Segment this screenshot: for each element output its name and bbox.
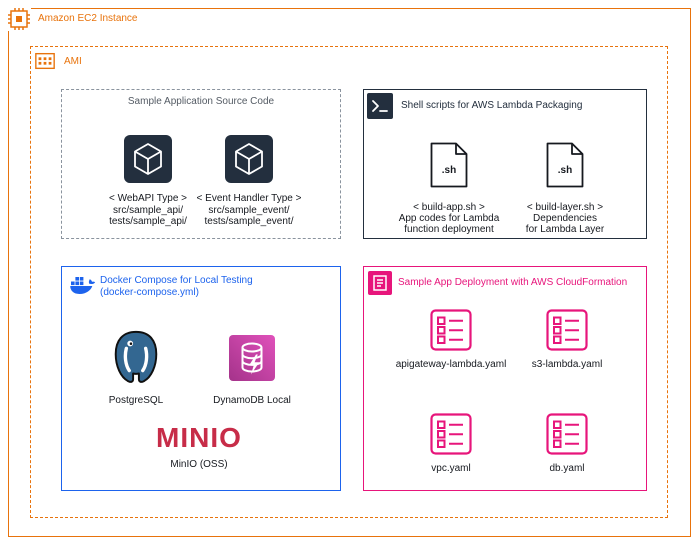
shell-scripts-group: Shell scripts for AWS Lambda Packaging .… <box>363 89 647 239</box>
ec2-icon <box>7 7 31 31</box>
ami-group-label: AMI <box>64 56 82 67</box>
cloudformation-title: Sample App Deployment with AWS CloudForm… <box>398 277 628 288</box>
ami-group: AMI Sample Application Source Code <box>30 46 668 518</box>
sh-file-icon: .sh <box>546 142 584 188</box>
ec2-instance-group <box>8 8 691 537</box>
label-line: function deployment <box>404 224 494 235</box>
webapi-type-label: < WebAPI Type > src/sample_api/ tests/sa… <box>78 193 218 228</box>
docker-title-line2: (docker-compose.yml) <box>100 287 199 298</box>
label-line: tests/sample_api/ <box>109 216 187 227</box>
cloudformation-group: Sample App Deployment with AWS CloudForm… <box>363 266 647 491</box>
label-line: Dependencies <box>533 213 597 224</box>
cube-icon <box>225 135 273 183</box>
ec2-group-label: Amazon EC2 Instance <box>38 13 138 24</box>
db-yaml-label: db.yaml <box>549 463 585 474</box>
minio-logo: MINIO <box>156 422 242 453</box>
docker-compose-group: Docker Compose for Local Testing (docker… <box>61 266 341 491</box>
cloudformation-icon <box>368 271 392 295</box>
minio-label: MinIO (OSS) <box>170 459 228 470</box>
docker-icon <box>66 271 96 297</box>
cube-icon <box>124 135 172 183</box>
template-icon <box>429 412 473 456</box>
source-code-title: Sample Application Source Code <box>127 96 275 107</box>
docker-title-line1: Docker Compose for Local Testing <box>100 275 253 286</box>
ami-icon <box>34 50 56 72</box>
vpc-yaml-label: vpc.yaml <box>431 463 471 474</box>
postgresql-icon <box>107 329 165 387</box>
label-line: < build-app.sh > <box>413 202 485 213</box>
dynamodb-local-label: DynamoDB Local <box>213 395 291 406</box>
label-line: src/sample_api/ <box>112 204 184 216</box>
template-icon <box>429 308 473 352</box>
label-line: App codes for Lambda <box>398 213 500 224</box>
shell-scripts-title: Shell scripts for AWS Lambda Packaging <box>401 100 583 111</box>
label-line: for Lambda Layer <box>525 224 605 235</box>
sh-file-ext: .sh <box>558 165 572 176</box>
apigateway-lambda-yaml-label: apigateway-lambda.yaml <box>395 359 507 370</box>
postgresql-label: PostgreSQL <box>108 395 164 406</box>
template-icon <box>545 308 589 352</box>
template-icon <box>545 412 589 456</box>
s3-lambda-yaml-label: s3-lambda.yaml <box>531 359 603 370</box>
label-line: < build-layer.sh > <box>526 202 604 213</box>
dynamodb-local-icon <box>229 335 275 381</box>
label-line: < WebAPI Type > <box>108 193 187 204</box>
label-line: < Event Handler Type > <box>196 193 302 204</box>
sh-file-icon: .sh <box>430 142 468 188</box>
build-app-label: < build-app.sh > App codes for Lambda fu… <box>379 202 519 235</box>
label-line: src/sample_event/ <box>208 204 290 216</box>
build-layer-label: < build-layer.sh > Dependencies for Lamb… <box>495 202 635 235</box>
terminal-icon <box>367 93 393 119</box>
sh-file-ext: .sh <box>442 165 456 176</box>
source-code-group: Sample Application Source Code <box>61 89 341 239</box>
event-handler-type-label: < Event Handler Type > src/sample_event/… <box>179 193 319 228</box>
label-line: tests/sample_event/ <box>204 216 294 227</box>
